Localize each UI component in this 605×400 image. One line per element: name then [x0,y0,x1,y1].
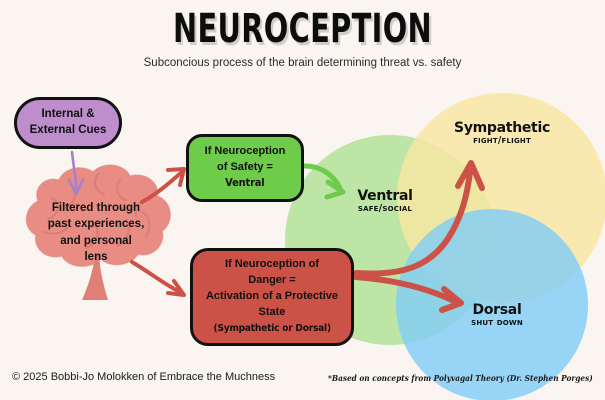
arrow-cues-to-brain [67,150,85,196]
internal-external-cues-box[interactable]: Internal & External Cues [14,97,122,149]
danger-line-5: (Sympathetic or Dorsal) [213,322,331,334]
danger-line-4: State [258,305,286,318]
safety-line-3: Ventral [225,176,265,190]
danger-line-1: If Neuroception of [224,258,320,271]
safety-line-2: of Safety = [217,160,273,173]
neuroception-of-safety-box[interactable]: If Neuroception of Safety = Ventral [186,134,304,202]
arrow-safety-to-ventral [302,163,346,200]
arrow-danger-to-dorsal [353,274,464,313]
arrow-danger-to-sympathetic [353,160,485,277]
cues-line-2: External Cues [29,124,107,136]
danger-line-2: Danger = [248,274,296,287]
neuroception-of-danger-box[interactable]: If Neuroception of Danger = Activation o… [190,248,354,346]
cues-line-1: Internal & [41,108,95,121]
venn-circle-dorsal [396,209,588,400]
arrow-brain-to-safety [140,167,186,204]
arrow-brain-to-danger [130,260,186,297]
danger-line-3: Activation of a Protective [205,290,339,303]
safety-line-1: If Neuroception [204,145,286,158]
